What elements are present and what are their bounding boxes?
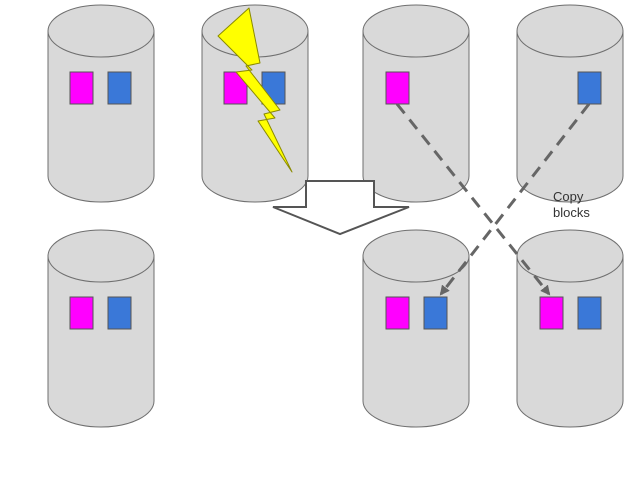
block-blue	[577, 71, 602, 105]
down-arrow-icon	[272, 180, 410, 236]
disk-top-cap	[362, 229, 470, 283]
disk-top-cap	[516, 229, 624, 283]
disk-bottom-3	[362, 229, 470, 428]
block-blue	[107, 71, 132, 105]
disk-top-cap	[47, 4, 155, 58]
disk-top-cap	[516, 4, 624, 58]
copy-arrow-magenta	[395, 103, 551, 296]
block-magenta	[69, 71, 94, 105]
disk-bottom-1	[47, 229, 155, 428]
block-magenta	[539, 296, 564, 330]
copy-blocks-label-line-1: Copy	[553, 189, 584, 204]
disk-top-4	[516, 4, 624, 203]
disk-top-cap	[362, 4, 470, 58]
disk-top-cap	[47, 229, 155, 283]
copy-blocks-label-line-2: blocks	[553, 205, 590, 220]
copy-arrow-blue	[439, 103, 591, 296]
disk-top-1	[47, 4, 155, 203]
block-blue	[423, 296, 448, 330]
block-magenta	[385, 296, 410, 330]
block-magenta	[69, 296, 94, 330]
block-magenta	[385, 71, 410, 105]
copy-blocks-label: Copy blocks	[553, 189, 590, 221]
lightning-bolt-icon	[217, 7, 293, 173]
block-blue	[577, 296, 602, 330]
block-blue	[107, 296, 132, 330]
disk-bottom-4	[516, 229, 624, 428]
